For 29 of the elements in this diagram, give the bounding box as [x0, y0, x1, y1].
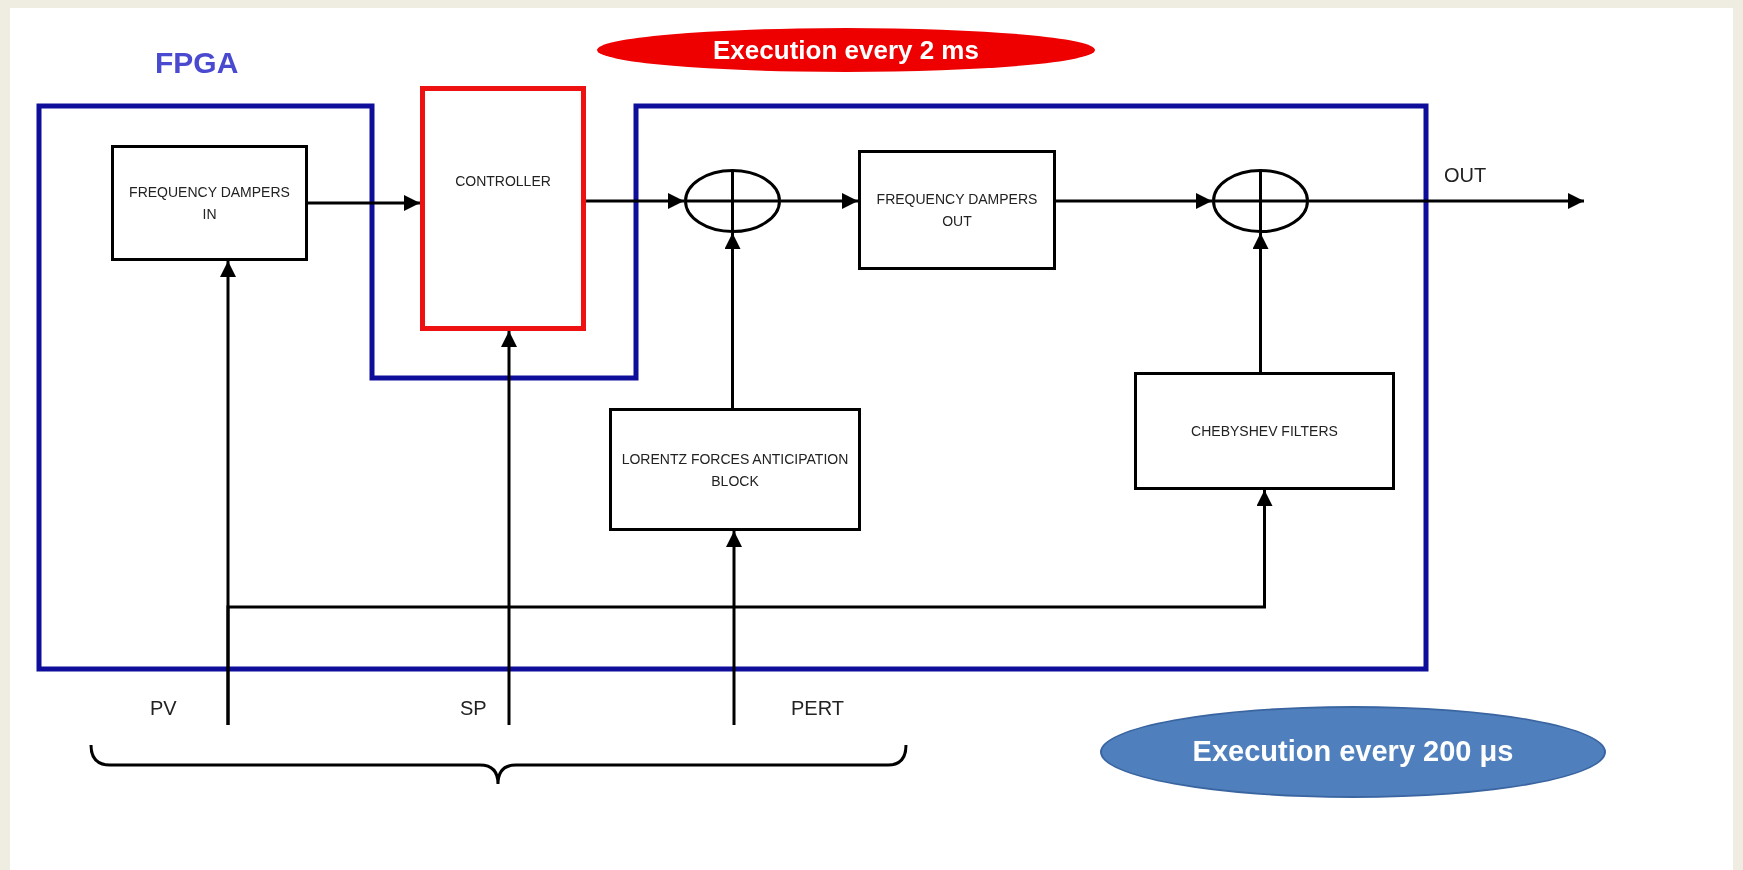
signal-name: SP	[460, 698, 509, 725]
signal-name: PV	[150, 698, 228, 725]
signal-arrow	[308, 195, 420, 211]
function-block	[111, 145, 308, 261]
function-block	[609, 408, 861, 531]
summing-junction	[684, 169, 781, 233]
signal-arrow	[226, 490, 1273, 725]
summing-junction	[1212, 169, 1309, 233]
signal-arrow	[1056, 193, 1212, 209]
signal-arrow	[1309, 193, 1584, 209]
signal-arrow	[726, 531, 742, 725]
block-label: FREQUENCY DAMPERS IN	[128, 183, 291, 224]
function-block	[858, 150, 1056, 270]
block-label: LORENTZ FORCES ANTICIPATION BLOCK	[620, 449, 850, 491]
edge-label: OUT	[1444, 165, 1487, 185]
signal-arrow	[501, 331, 517, 725]
block-label: CHEBYSHEV FILTERS	[1191, 422, 1338, 441]
block-label: CONTROLLER	[455, 172, 551, 191]
signal-arrow	[1252, 233, 1269, 372]
timing-label: Execution every 2 ms	[713, 33, 979, 67]
timing-label: Execution every 200 μs	[1192, 734, 1514, 770]
signal-name: PERT	[734, 698, 844, 725]
function-block	[1134, 372, 1395, 490]
signal-arrow	[781, 193, 858, 209]
signal-arrow	[586, 193, 684, 209]
region-heading: FPGA	[155, 45, 239, 81]
controller-block	[420, 86, 586, 331]
signal-arrow	[724, 233, 741, 408]
block-label: FREQUENCY DAMPERS OUT	[875, 190, 1039, 231]
